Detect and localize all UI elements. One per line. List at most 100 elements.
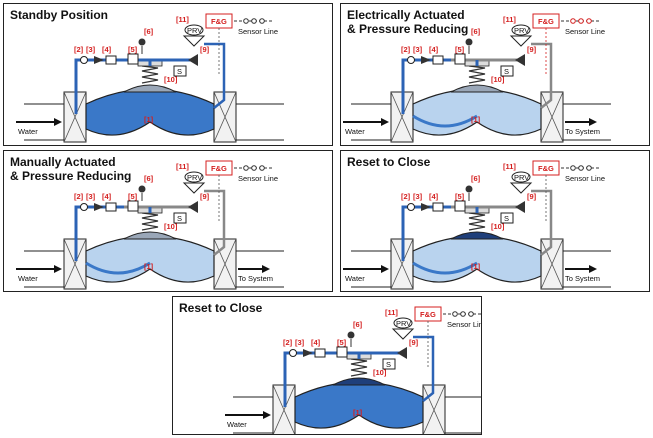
component-label: [6]	[471, 174, 481, 183]
component-label: [1]	[353, 408, 363, 417]
component-label: [2]	[401, 45, 411, 54]
component-label: [3]	[295, 338, 305, 347]
solenoid-label: S	[504, 67, 509, 76]
spring	[468, 65, 486, 84]
component-label: [4]	[311, 338, 321, 347]
panel-title: Standby Position	[10, 8, 109, 22]
diaphragm	[123, 231, 177, 240]
spring	[350, 358, 368, 377]
fg-label: F&G	[211, 17, 227, 26]
sensor-node	[259, 18, 265, 24]
ball-valve-2	[80, 56, 88, 64]
manual-valve-6	[465, 38, 473, 46]
outlet-flange-cross	[540, 91, 564, 143]
component-label: [1]	[144, 115, 154, 124]
outlet-arrow-head	[589, 118, 597, 126]
component-label: [2]	[283, 338, 293, 347]
prv-pilot-11	[393, 317, 413, 329]
fg-label: F&G	[538, 164, 554, 173]
panel-electrically-actuated: Electrically Actuated & Pressure Reducin…	[340, 3, 650, 146]
water-label: Water	[227, 420, 247, 429]
outlet-flange-cross	[213, 238, 237, 290]
solenoid-label: S	[504, 214, 509, 223]
outlet-arrow-head	[262, 265, 270, 273]
inlet-flange-cross	[272, 384, 296, 434]
water-inlet-level	[85, 261, 151, 275]
sensor-node	[586, 18, 592, 24]
component-label: [1]	[471, 262, 481, 271]
component-label: [10]	[164, 75, 178, 84]
component-label: [9]	[200, 45, 210, 54]
water-inlet-level	[412, 261, 478, 275]
strainer-3	[94, 203, 104, 211]
component-label: [3]	[413, 45, 423, 54]
sensor-line-label: Sensor Line	[565, 174, 605, 183]
sensor-node	[259, 165, 265, 171]
needle-valve-5	[454, 200, 466, 212]
water-label: Water	[18, 127, 38, 136]
valve-body-water	[85, 235, 215, 283]
component-label: [10]	[491, 222, 505, 231]
manual-valve-6	[465, 185, 473, 193]
sensor-node	[251, 18, 257, 24]
inlet-arrow-head	[54, 265, 62, 273]
component-label: [5]	[455, 45, 465, 54]
inlet-flange-cross	[63, 91, 87, 143]
restriction-4	[432, 55, 444, 65]
valve-body-water	[85, 88, 215, 136]
component-label: [2]	[401, 192, 411, 201]
downstream-sense-pipe	[413, 335, 435, 402]
ball-valve-2	[407, 56, 415, 64]
component-label: [2]	[74, 192, 84, 201]
solenoid-10	[500, 212, 514, 224]
prv-pilot-label: PRV	[187, 173, 202, 182]
solenoid-10	[173, 212, 187, 224]
component-label: [6]	[471, 27, 481, 36]
inlet-arrow-head	[381, 118, 389, 126]
component-label: [5]	[128, 45, 138, 54]
panel-title: Reset to Close	[347, 155, 431, 169]
sensor-node	[243, 165, 249, 171]
inlet-flange-cross	[390, 91, 414, 143]
component-label: [9]	[527, 192, 537, 201]
water-inlet-level	[412, 114, 478, 128]
needle-valve-5	[127, 200, 139, 212]
to-system-label: To System	[565, 127, 600, 136]
valve-body-water	[412, 88, 542, 136]
component-label: [5]	[337, 338, 347, 347]
component-label: [10]	[491, 75, 505, 84]
downstream-sense-pipe	[531, 189, 553, 256]
sensor-node	[570, 165, 576, 171]
component-label: [1]	[471, 115, 481, 124]
component-label: [4]	[102, 45, 112, 54]
strainer-3	[303, 349, 313, 357]
component-label: [9]	[527, 45, 537, 54]
water-label: Water	[345, 127, 365, 136]
panel-manually-actuated: Manually Actuated & Pressure Reducing PR…	[3, 150, 333, 292]
inlet-arrow-head	[381, 265, 389, 273]
solenoid-label: S	[386, 360, 391, 369]
component-label: [5]	[455, 192, 465, 201]
strainer-3	[421, 56, 431, 64]
restriction-4	[105, 202, 117, 212]
manual-valve-6	[347, 331, 355, 339]
sensor-node	[578, 18, 584, 24]
component-label: [6]	[144, 27, 154, 36]
sensor-node	[460, 311, 466, 317]
spring	[141, 65, 159, 84]
restriction-4	[105, 55, 117, 65]
water-label: Water	[18, 274, 38, 283]
solenoid-10	[500, 65, 514, 77]
prv-pilot-11	[184, 171, 204, 183]
component-label: [3]	[86, 192, 96, 201]
water-label: Water	[345, 274, 365, 283]
sensor-line-label: Sensor Line	[238, 27, 278, 36]
check-valve	[515, 201, 525, 213]
component-label: [1]	[144, 262, 154, 271]
component-label: [4]	[102, 192, 112, 201]
prv-pilot-11	[511, 171, 531, 183]
strainer-3	[94, 56, 104, 64]
ball-valve-2	[80, 203, 88, 211]
check-valve	[397, 347, 407, 359]
